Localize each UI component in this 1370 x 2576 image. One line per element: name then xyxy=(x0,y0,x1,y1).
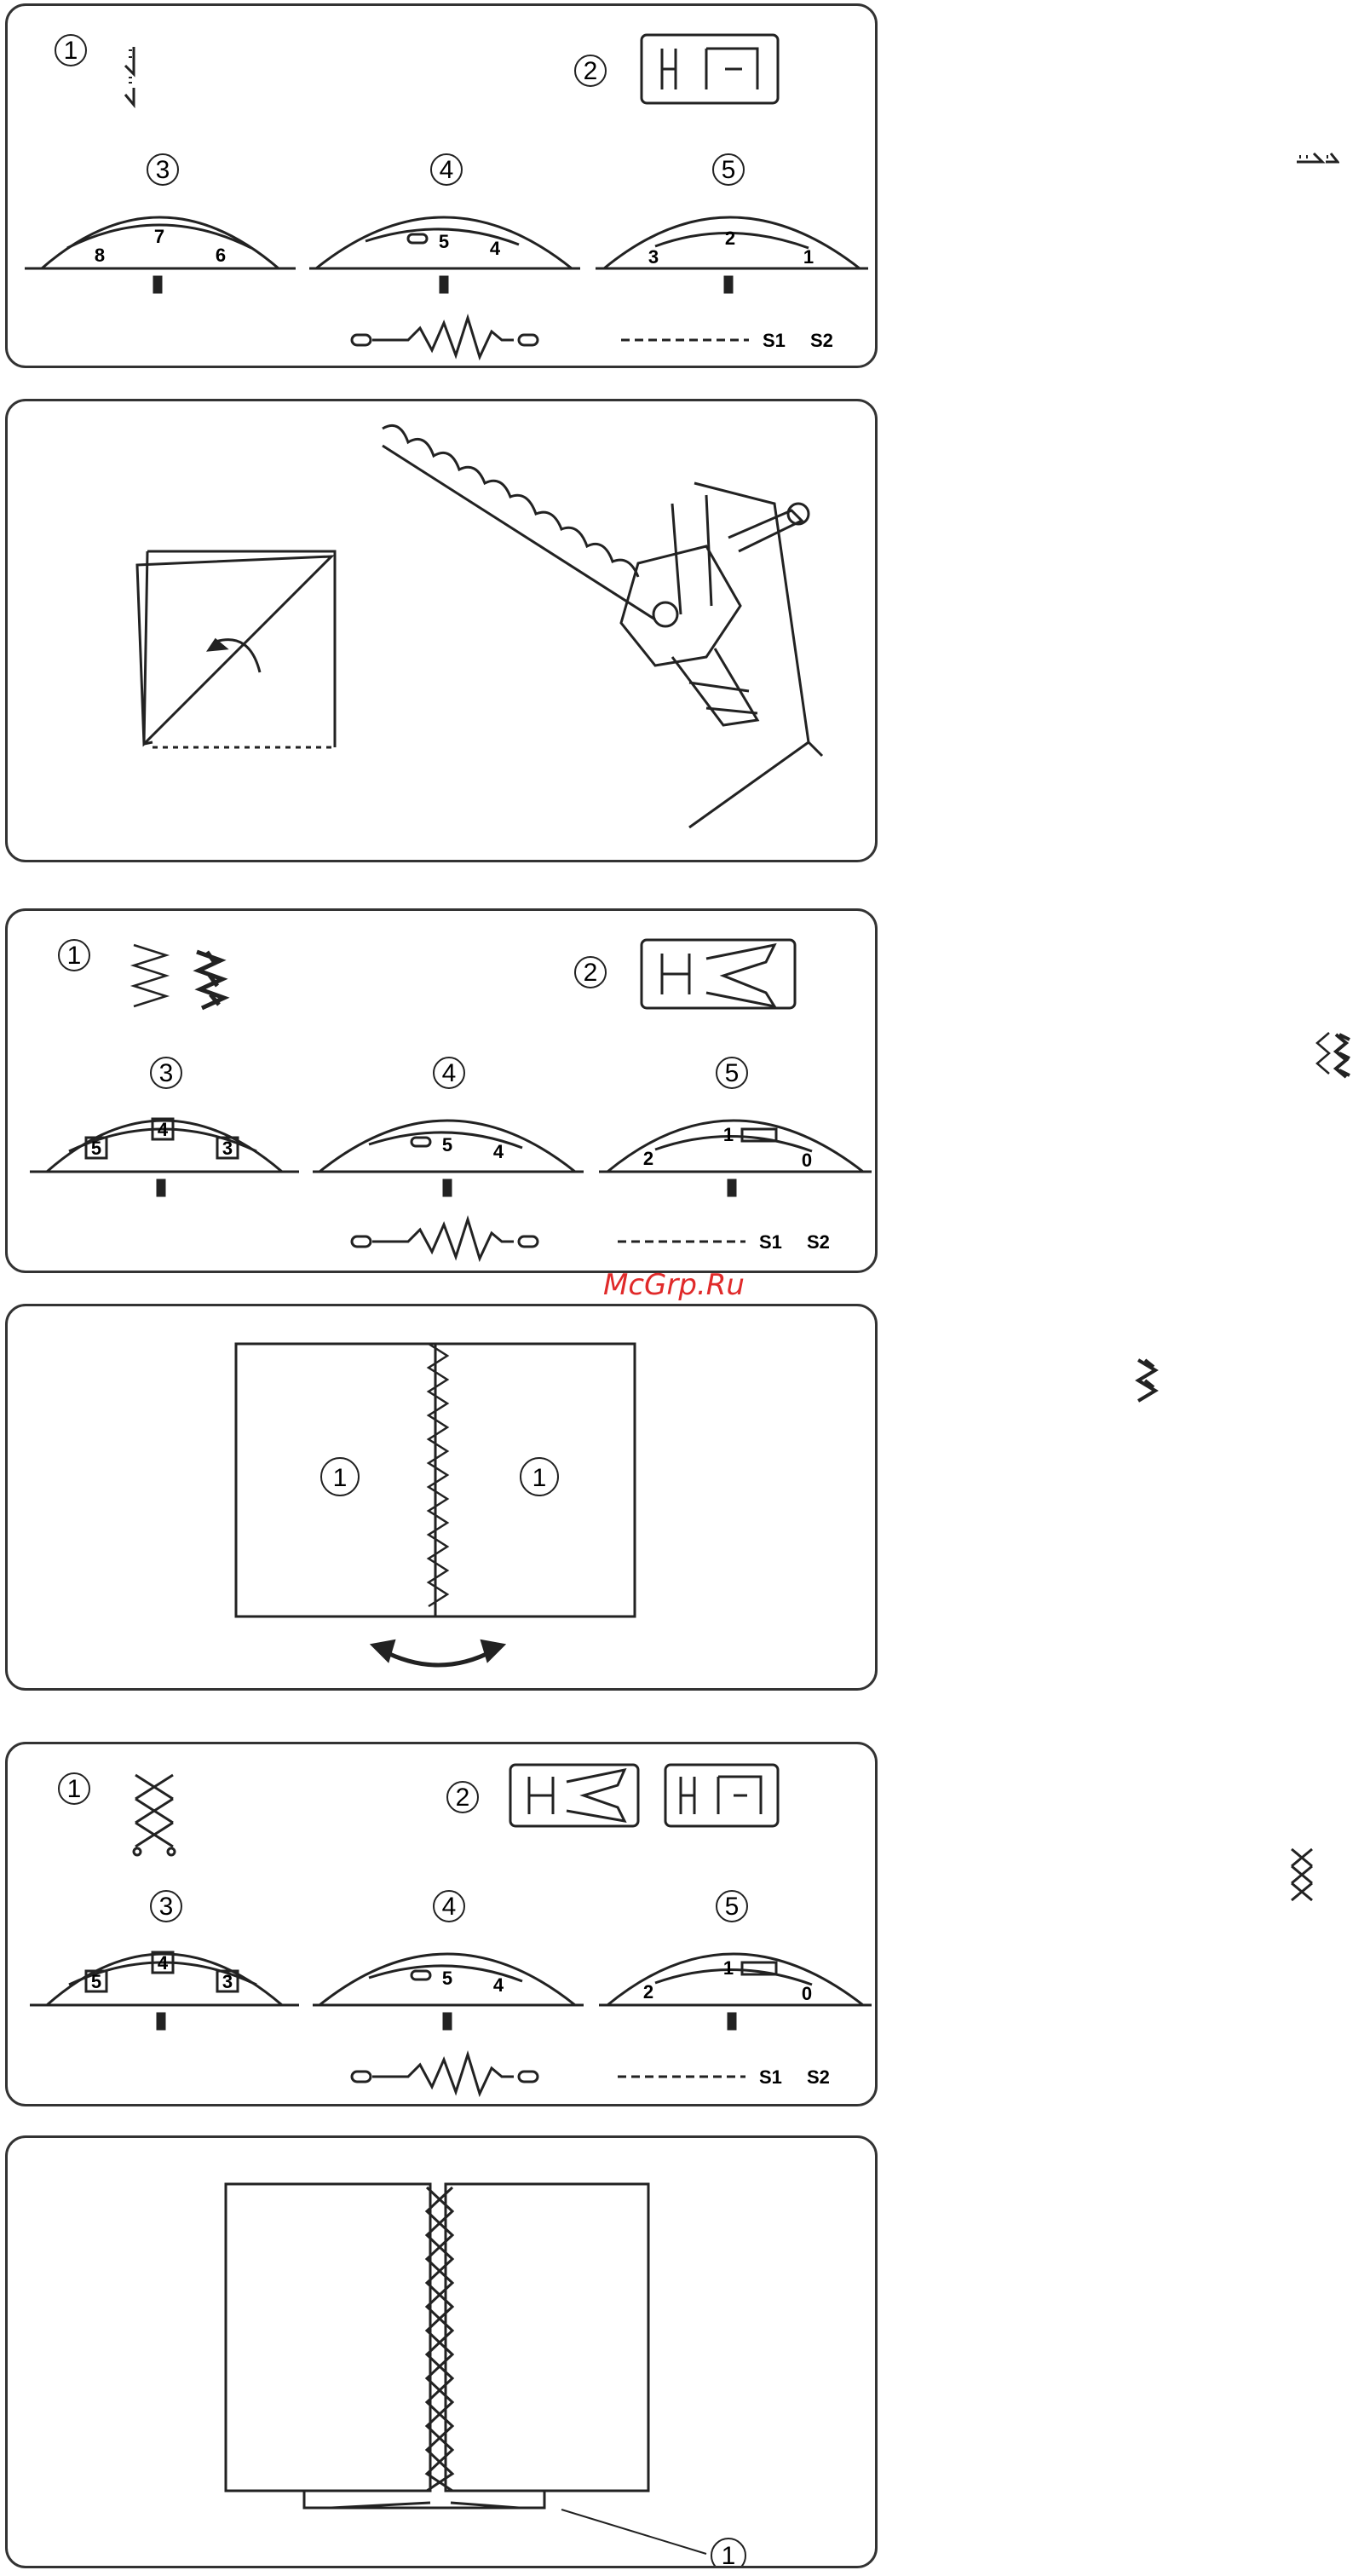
fabric-left-label: 1 xyxy=(333,1464,348,1492)
step-1-label: 1 xyxy=(67,1775,82,1803)
settings-diagram: 1 2 3 4 5 8 7 6 xyxy=(8,6,878,368)
dial4-left: 5 xyxy=(439,231,449,252)
stitch-length-dial xyxy=(313,1121,584,1196)
step-1-label: 1 xyxy=(67,942,82,970)
seam-illustration: 1 1 xyxy=(8,1306,878,1691)
step-2-label: 2 xyxy=(584,57,598,85)
step-2-label: 2 xyxy=(456,1784,470,1812)
illustration-panel-shell-tuck xyxy=(5,399,878,862)
overcast-stitch-icon xyxy=(1130,1355,1172,1415)
dial4-left: 5 xyxy=(442,1134,452,1155)
step-3-label: 3 xyxy=(159,1059,174,1087)
presser-foot-icon xyxy=(665,1765,778,1826)
dial4-right: 4 xyxy=(493,1974,504,1996)
watermark: McGrp.Ru xyxy=(603,1268,745,1302)
step-5-label: 5 xyxy=(725,1893,740,1921)
settings-panel-blind-hem: 1 2 3 4 5 8 7 6 xyxy=(5,3,878,368)
dial5-center: 1 xyxy=(723,1124,734,1145)
zigzag-stitch-icon xyxy=(134,945,166,1006)
dial3-center: 4 xyxy=(158,1119,169,1140)
shell-edge-icon xyxy=(383,425,655,620)
stitch-length-dial xyxy=(309,217,580,292)
folded-fabric-icon xyxy=(137,551,335,747)
s1-label: S1 xyxy=(763,330,786,351)
cross-seam-illustration: 1 xyxy=(8,2138,878,2568)
shell-tuck-illustration xyxy=(8,401,878,862)
step-4-label: 4 xyxy=(440,156,454,184)
settings-panel-cross-stitch: 1 2 3 4 5 5 4 xyxy=(5,1742,878,2106)
step-5-label: 5 xyxy=(722,156,736,184)
step-1-label: 1 xyxy=(64,37,78,65)
step-3-label: 3 xyxy=(159,1893,174,1921)
dial3-right: 3 xyxy=(222,1971,233,1992)
shell-tuck-stitch-icon xyxy=(125,47,134,105)
step-2-label: 2 xyxy=(584,959,598,987)
tension-dial xyxy=(599,1954,872,2029)
s1-label: S1 xyxy=(759,1231,782,1253)
settings-diagram: 1 2 3 4 5 5 4 xyxy=(8,1744,878,2106)
dial5-left: 3 xyxy=(648,246,659,268)
dial4-right: 4 xyxy=(490,238,501,259)
open-seam-arrow-icon xyxy=(374,1642,502,1665)
dial5-left: 2 xyxy=(643,1148,653,1169)
dial5-right: 1 xyxy=(803,246,814,268)
s2-label: S2 xyxy=(807,1231,830,1253)
dial3-left: 5 xyxy=(91,1971,101,1992)
callout-label: 1 xyxy=(722,2542,736,2568)
illustration-panel-seam: 1 1 xyxy=(5,1304,878,1691)
dial5-center: 1 xyxy=(723,1957,734,1979)
dial5-right: 0 xyxy=(802,1983,812,2004)
zigzag-range-icon xyxy=(352,318,538,357)
zigzag-overcast-icons xyxy=(1283,1028,1368,1096)
dial5-right: 0 xyxy=(802,1150,812,1171)
dial3-center: 4 xyxy=(158,1952,169,1974)
presser-foot-icon xyxy=(642,940,795,1008)
zigzag-range-icon xyxy=(352,1219,538,1259)
step-4-label: 4 xyxy=(442,1059,457,1087)
step-3-label: 3 xyxy=(156,156,170,184)
dial3-right: 3 xyxy=(222,1138,233,1159)
zigzag-range-icon xyxy=(352,2054,538,2094)
s1-label: S1 xyxy=(759,2066,782,2088)
tension-dial xyxy=(599,1121,872,1196)
presser-foot-icon xyxy=(642,35,778,103)
dial3-right: 6 xyxy=(216,245,226,266)
cross-stitch-icon xyxy=(1287,1844,1321,1912)
overcast-stitch-icon xyxy=(197,952,224,1008)
dial4-right: 4 xyxy=(493,1141,504,1162)
callout-leader xyxy=(561,2510,706,2554)
dial4-left: 5 xyxy=(442,1968,452,1989)
dial3-left: 8 xyxy=(95,245,105,266)
presser-foot-icon xyxy=(621,483,822,827)
settings-panel-overcast: 1 2 3 4 5 5 4 3 xyxy=(5,908,878,1273)
presser-foot-icon xyxy=(510,1765,638,1826)
shell-tuck-stitch-icon xyxy=(1288,128,1339,196)
s2-label: S2 xyxy=(810,330,833,351)
step-5-label: 5 xyxy=(725,1059,740,1087)
s2-label: S2 xyxy=(807,2066,830,2088)
step-4-label: 4 xyxy=(442,1893,457,1921)
dial5-center: 2 xyxy=(725,228,735,249)
zigzag-seam-icon xyxy=(429,1344,447,1606)
stitch-length-dial xyxy=(313,1954,584,2029)
dial3-left: 5 xyxy=(91,1138,101,1159)
settings-diagram: 1 2 3 4 5 5 4 3 xyxy=(8,911,878,1273)
cross-stitch-icon xyxy=(134,1775,175,1855)
dial5-left: 2 xyxy=(643,1981,653,2003)
dial3-center: 7 xyxy=(154,226,164,247)
fabric-right-label: 1 xyxy=(532,1464,547,1492)
illustration-panel-cross-seam: 1 xyxy=(5,2135,878,2568)
fabric-pieces xyxy=(236,1344,635,1616)
